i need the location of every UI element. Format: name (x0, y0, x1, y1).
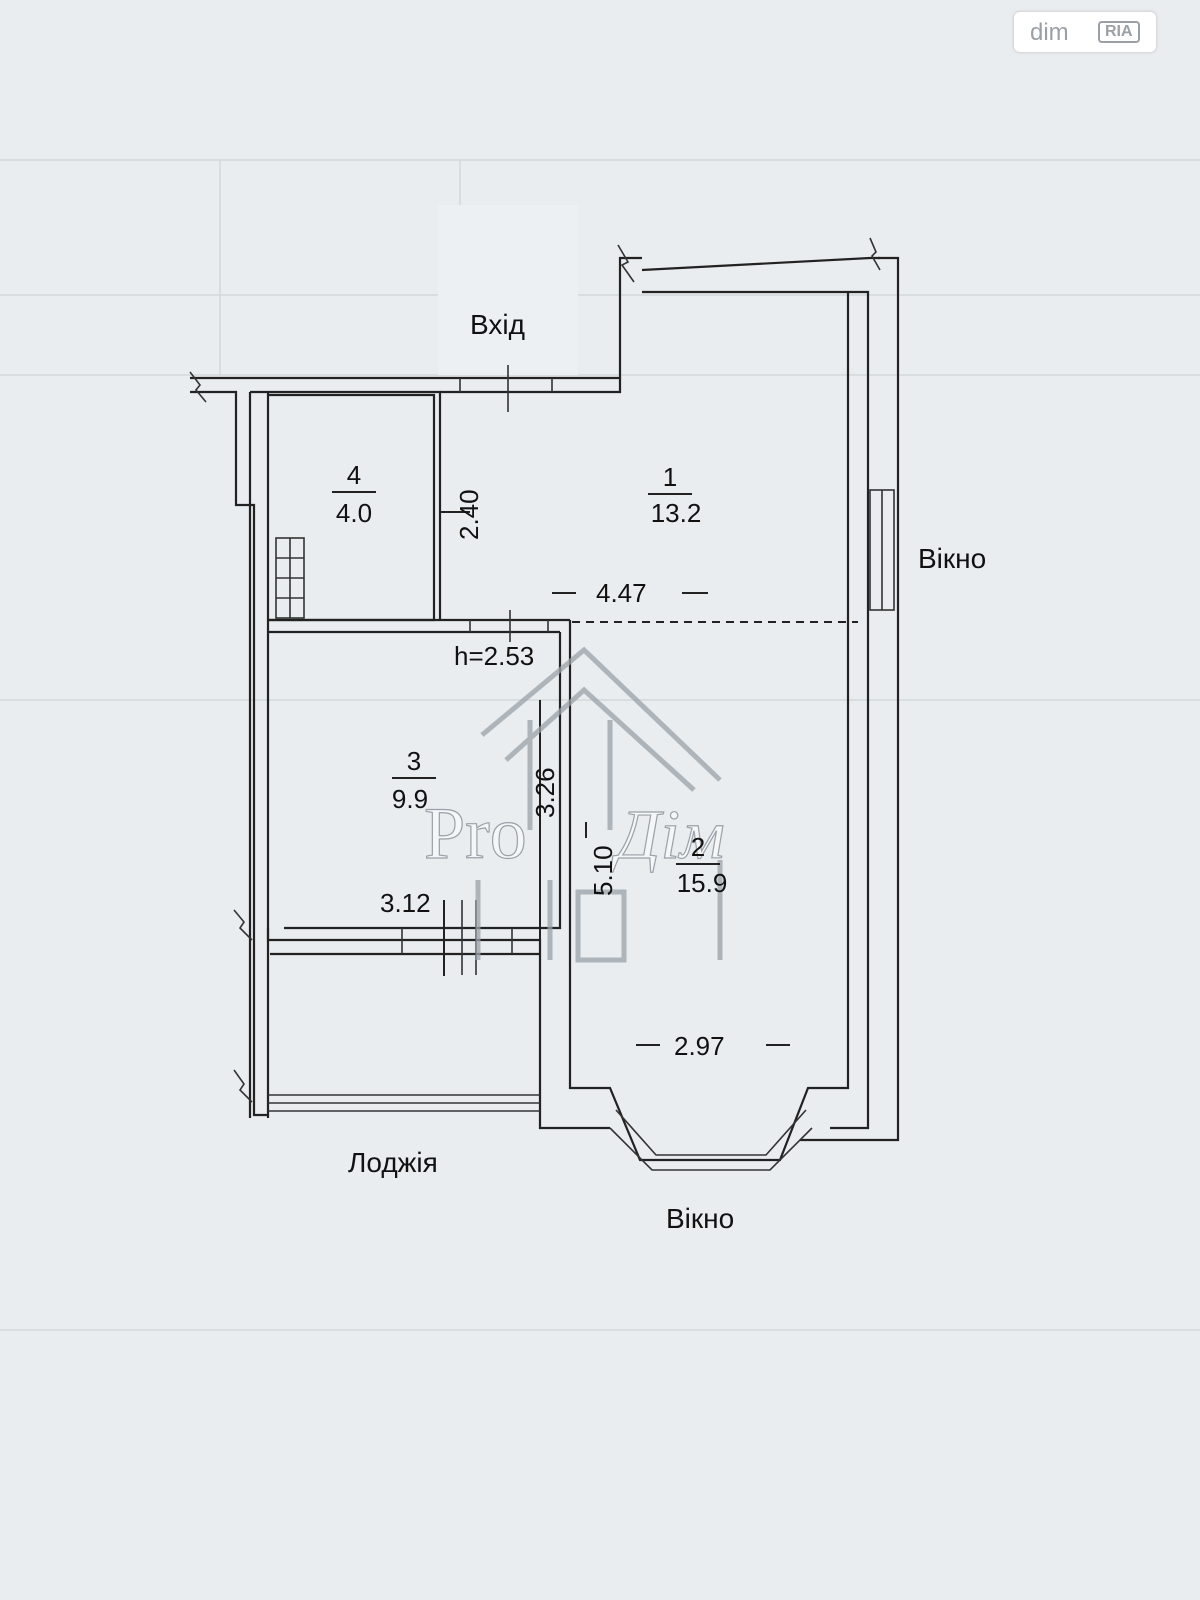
dimension-lines (440, 511, 790, 1046)
room-2-area: 15.9 (677, 868, 728, 898)
dim-room3-width: 3.12 (380, 888, 431, 918)
watermark-house-icon (475, 646, 723, 963)
window-right-label: Вікно (918, 543, 986, 574)
window-bottom-label: Вікно (666, 1203, 734, 1234)
entrance-area (438, 205, 578, 375)
room-1-number: 1 (663, 462, 677, 492)
ceiling-height-label: h=2.53 (454, 641, 534, 671)
badge-dim-text: dim (1030, 19, 1069, 46)
dim-room4-length: 2.40 (454, 489, 484, 540)
room-3-area: 9.9 (392, 784, 428, 814)
dim-ria-badge: dim RIA (1014, 12, 1156, 52)
watermark-pro: Pro (424, 793, 527, 875)
entrance-label: Вхід (470, 309, 525, 340)
dim-room3-length: 3.26 (530, 767, 560, 818)
dim-room2-length: 5.10 (588, 845, 618, 896)
badge-ria-text: RIA (1098, 21, 1140, 43)
watermark-dim: Дім (610, 797, 725, 874)
room-4-area: 4.0 (336, 498, 372, 528)
dim-room1-width: 4.47 (596, 578, 647, 608)
room-2-number: 2 (691, 832, 705, 862)
loggia-label: Лоджія (348, 1147, 438, 1178)
dim-room2-width: 2.97 (674, 1031, 725, 1061)
background-document-lines (0, 159, 1200, 1331)
room-4-number: 4 (347, 460, 361, 490)
room-1-area: 13.2 (651, 498, 702, 528)
room-3-number: 3 (407, 746, 421, 776)
walls (189, 237, 900, 1171)
